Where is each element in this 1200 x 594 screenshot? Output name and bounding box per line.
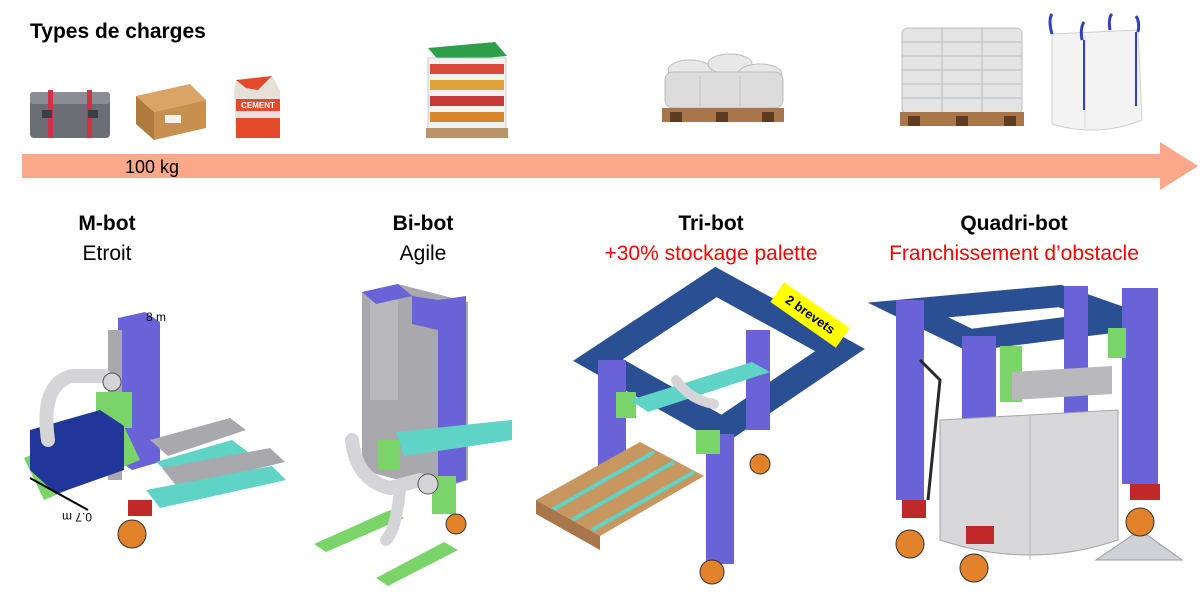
width-dimension-label: 0.7 m xyxy=(62,510,93,524)
sack-pallet-icon xyxy=(662,53,784,122)
tri-bot-illustration xyxy=(536,266,865,585)
toolbox-icon xyxy=(30,90,110,138)
height-dimension-label: 8 m xyxy=(146,310,167,324)
quadri-bot-desc: Franchissement d’obstacle xyxy=(889,242,1139,265)
tri-bot-name: Tri-bot xyxy=(678,212,744,235)
quadri-bot-illustration xyxy=(867,284,1184,583)
bi-bot-illustration xyxy=(314,284,512,586)
load-scale-arrow xyxy=(22,142,1198,190)
page-title: Types de charges xyxy=(30,20,206,43)
cement-label: CEMENT xyxy=(241,101,275,110)
cement-bag-icon: CEMENT xyxy=(234,76,280,138)
m-bot-name: M-bot xyxy=(78,212,136,235)
bi-bot-name: Bi-bot xyxy=(392,212,454,235)
cardboard-box-icon xyxy=(136,84,206,140)
tri-bot-desc: +30% stockage palette xyxy=(604,242,818,265)
bi-bot-desc: Agile xyxy=(399,242,447,265)
display-rack-pallet-icon xyxy=(426,42,508,138)
load-scale-label: 100 kg xyxy=(125,157,180,177)
m-bot-desc: Etroit xyxy=(82,242,132,265)
big-bag-icon xyxy=(1048,12,1143,131)
tall-sack-pallet-icon xyxy=(900,27,1024,126)
quadri-bot-name: Quadri-bot xyxy=(960,212,1068,235)
m-bot-illustration xyxy=(24,312,286,549)
